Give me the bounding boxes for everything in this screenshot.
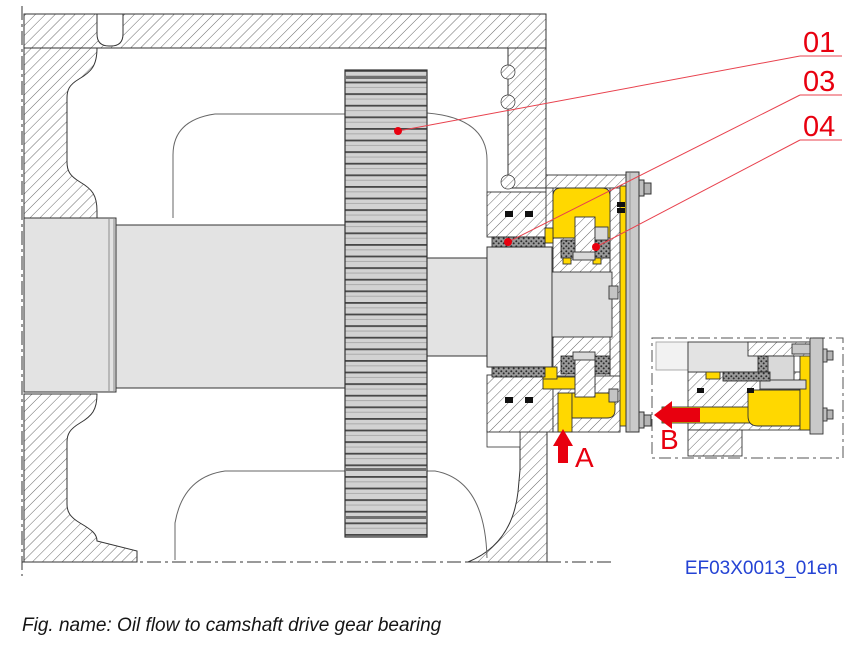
camshaft-journal xyxy=(486,246,553,368)
casting-boss xyxy=(500,174,516,190)
flow-label-a: A xyxy=(575,442,594,473)
leader-line-03 xyxy=(507,94,801,243)
right-wall-lower xyxy=(467,429,548,563)
left-web-lower xyxy=(23,393,138,563)
figure-caption: Fig. name: Oil flow to camshaft drive ge… xyxy=(22,615,442,636)
seal-rings xyxy=(505,202,625,403)
detail-bearing-bush xyxy=(722,371,771,382)
camshaft xyxy=(23,217,553,393)
gear-tooth-shadow xyxy=(345,76,427,79)
oil-nozzle-top xyxy=(574,216,596,256)
detail-cover-plate xyxy=(809,337,824,435)
detail-block-edge xyxy=(655,341,689,371)
detail-housing-lower xyxy=(687,429,743,457)
bearing-bush-top xyxy=(491,236,546,248)
oil-gallery-top xyxy=(552,187,611,239)
left-web-upper xyxy=(23,47,98,219)
callouts: 01 03 04 xyxy=(394,27,842,251)
oil-nozzle-bottom xyxy=(574,358,596,398)
gear-tooth-shadow xyxy=(345,468,427,471)
detail-oil-gallery xyxy=(747,389,801,427)
casting-boss xyxy=(500,94,516,110)
leader-line-01 xyxy=(397,55,801,132)
callout-04: 04 xyxy=(803,111,835,143)
bearing-bush-bottom xyxy=(491,366,546,378)
housing-band-top xyxy=(545,174,629,189)
camshaft-left-section xyxy=(23,217,117,393)
oil-flow-arrow-b: B xyxy=(654,401,700,455)
cover-plate xyxy=(625,171,652,433)
camshaft-main-section xyxy=(115,224,349,389)
camshaft-drive-gear xyxy=(344,69,428,538)
leader-dot-03 xyxy=(504,238,512,246)
cavity-outline xyxy=(172,112,488,560)
bearing-housing xyxy=(486,174,629,433)
callout-03: 03 xyxy=(803,66,835,98)
detail-view-b: B xyxy=(651,337,844,459)
drawing-number: EF03X0013_01en xyxy=(685,558,838,579)
wall-step-notch xyxy=(486,429,521,448)
oil-flow-arrow-a: A xyxy=(553,429,594,473)
top-wall-notch xyxy=(96,13,124,47)
cover-bolt-top xyxy=(638,179,652,197)
casting-boss xyxy=(500,64,516,80)
gear-hub xyxy=(551,271,613,338)
oil-supply-channel xyxy=(557,392,573,433)
camshaft-stub-section xyxy=(426,257,488,357)
callout-01: 01 xyxy=(803,27,835,59)
oil-strip-right xyxy=(619,185,627,427)
plate-screw xyxy=(608,388,619,403)
leader-line-04 xyxy=(595,139,801,248)
cover-bolt-bottom xyxy=(638,411,652,429)
detail-border xyxy=(651,337,844,459)
housing-flange-bottom xyxy=(486,374,554,433)
leader-dot-04 xyxy=(592,243,600,251)
plate-screw xyxy=(608,285,619,300)
thrust-washer xyxy=(592,355,611,375)
gear-tooth-shadow xyxy=(345,516,427,519)
detail-bolt xyxy=(822,348,834,422)
leader-dot-01 xyxy=(394,127,402,135)
housing-flange-top xyxy=(486,191,554,238)
flow-label-b: B xyxy=(660,424,679,455)
